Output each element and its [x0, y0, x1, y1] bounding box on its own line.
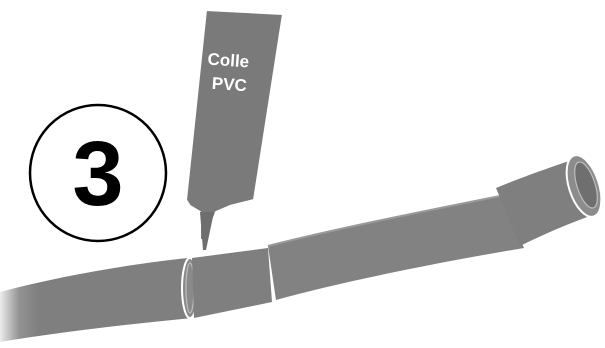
glue-tube-label-line1: Colle: [207, 50, 250, 72]
step-circle: [28, 103, 168, 243]
pipe-fitting-highlight: [267, 195, 501, 247]
glue-tube-label-line2: PVC: [211, 74, 247, 95]
glue-tube: Colle PVC: [185, 9, 284, 250]
step-badge: 3: [28, 103, 168, 243]
pvc-pipe: [0, 154, 603, 342]
pipe-fitting-sleeve: [268, 196, 524, 300]
step-number: 3: [72, 123, 123, 225]
pipe-left-section: [0, 258, 192, 342]
pipe-open-end-inner: [574, 161, 598, 209]
glue-tube-body: [185, 9, 284, 241]
glue-tube-nozzle: [200, 212, 214, 250]
pipe-middle-section: [192, 248, 272, 318]
